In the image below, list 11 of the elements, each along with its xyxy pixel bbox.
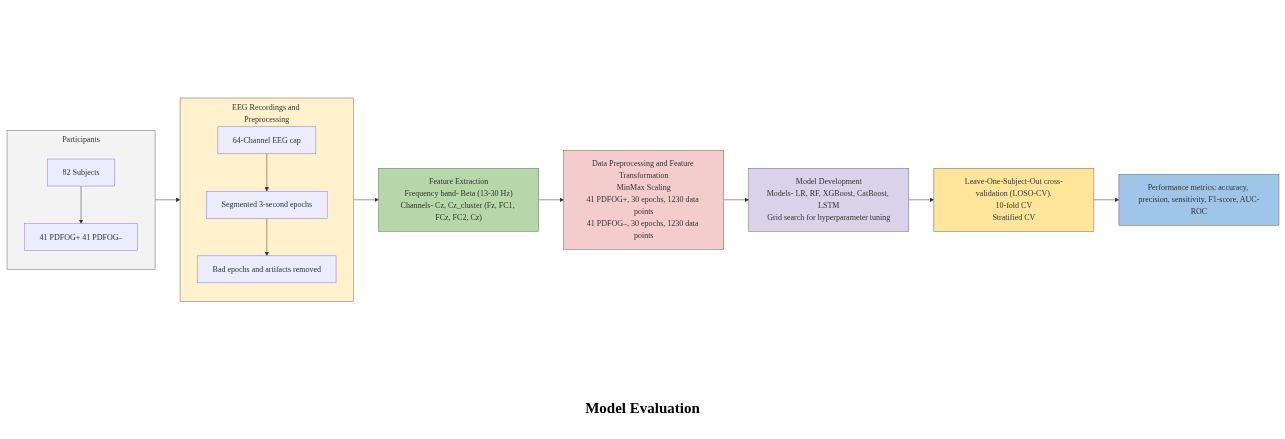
node-box: 64-Channel EEG cap [217,126,316,155]
node-box: Leave-One-Subject-Out cross-validation (LOSO-CV). 10-fold CV Stratified CV [933,168,1094,232]
node-box: Performance metrics: accuracy, precision, sensitivity, F1-score, AUC-ROC [1118,174,1279,226]
node-box: Model Development Models- LR, RF, XGBoost, CatBoost, LSTM Grid search for hyperparameter tuning [748,168,909,232]
node-box: Data Preprocessing and Feature Transformation MinMax Scaling 41 PDFOG+, 30 epochs, 1230 data points 41 PDFOG–, 30 epochs, 1230 data points [562,150,724,250]
node-box: Feature Extraction Frequency band- Beta (13-30 Hz) Channels- Cz, Cz_cluster (Fz, FC1, FCz, FC2, Cz) [377,168,539,232]
node-box: Segmented 3-second epochs [205,191,327,219]
node-box: 82 Subjects [46,159,115,187]
node-box: Bad epochs and artifacts removed [196,255,336,284]
caption-text: Model Evaluation [585,400,700,417]
node-box: 41 PDFOG+ 41 PDFOG– [23,223,138,251]
